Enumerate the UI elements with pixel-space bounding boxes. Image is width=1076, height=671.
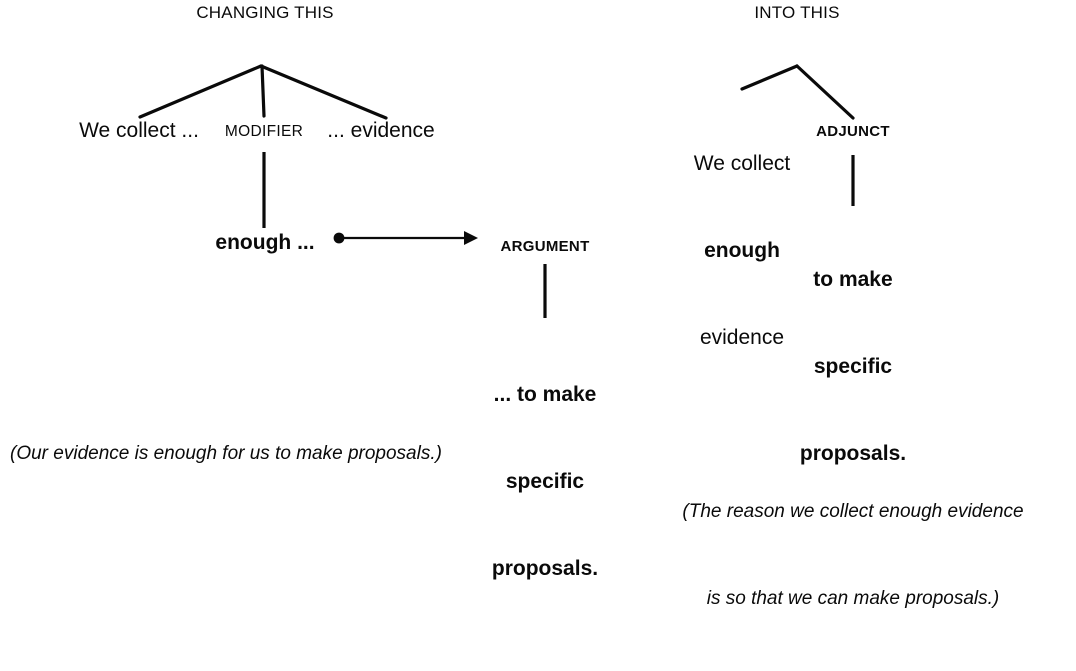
left-node-enough: enough ... bbox=[215, 231, 315, 254]
host-line-3: evidence bbox=[699, 326, 785, 349]
left-panel-header: CHANGING THIS bbox=[196, 3, 334, 22]
right-gloss-line-2: is so that we can make proposals.) bbox=[706, 588, 1000, 609]
edge-right-host bbox=[740, 64, 799, 91]
edge-left-evidence bbox=[259, 64, 388, 120]
edge-left-host bbox=[138, 64, 263, 119]
right-gloss-line-1: (The reason we collect enough evidence bbox=[682, 501, 1024, 522]
edge-left-modifier bbox=[260, 64, 266, 118]
left-panel-gloss: (Our evidence is enough for us to make p… bbox=[10, 443, 442, 464]
right-relation-adjunct: ADJUNCT bbox=[816, 123, 890, 140]
argument-child-line-1: ... to make bbox=[493, 383, 597, 406]
adjunct-child-line-1: to make bbox=[813, 268, 893, 291]
right-panel-gloss: (The reason we collect enough evidence i… bbox=[682, 439, 1023, 671]
host-line-2: enough bbox=[704, 239, 780, 262]
argument-child-line-3: proposals. bbox=[491, 557, 599, 580]
right-node-adjunct-child: to make specific proposals. bbox=[800, 207, 906, 526]
adjunct-child-line-3: proposals. bbox=[799, 442, 907, 465]
argument-child-line-2: specific bbox=[505, 470, 585, 493]
right-node-host: We collect enough evidence bbox=[694, 91, 790, 410]
host-line-1: We collect bbox=[693, 152, 791, 175]
edge-right-adjunct bbox=[795, 64, 855, 120]
left-relation-modifier: MODIFIER bbox=[224, 123, 304, 140]
tree-connectors bbox=[138, 64, 855, 318]
left-node-argument-child: ... to make specific proposals. bbox=[492, 322, 598, 641]
left-node-evidence: ... evidence bbox=[327, 119, 435, 142]
arrow-tail-dot bbox=[333, 232, 345, 244]
left-relation-argument: ARGUMENT bbox=[500, 238, 590, 255]
arrow-head-icon bbox=[464, 231, 478, 245]
left-node-host: We collect ... bbox=[79, 119, 199, 142]
right-panel-header: INTO THIS bbox=[754, 3, 840, 22]
adjunct-child-line-2: specific bbox=[813, 355, 893, 378]
diagram-canvas: CHANGING THIS We collect ... MODIFIER ..… bbox=[10, 3, 1024, 609]
